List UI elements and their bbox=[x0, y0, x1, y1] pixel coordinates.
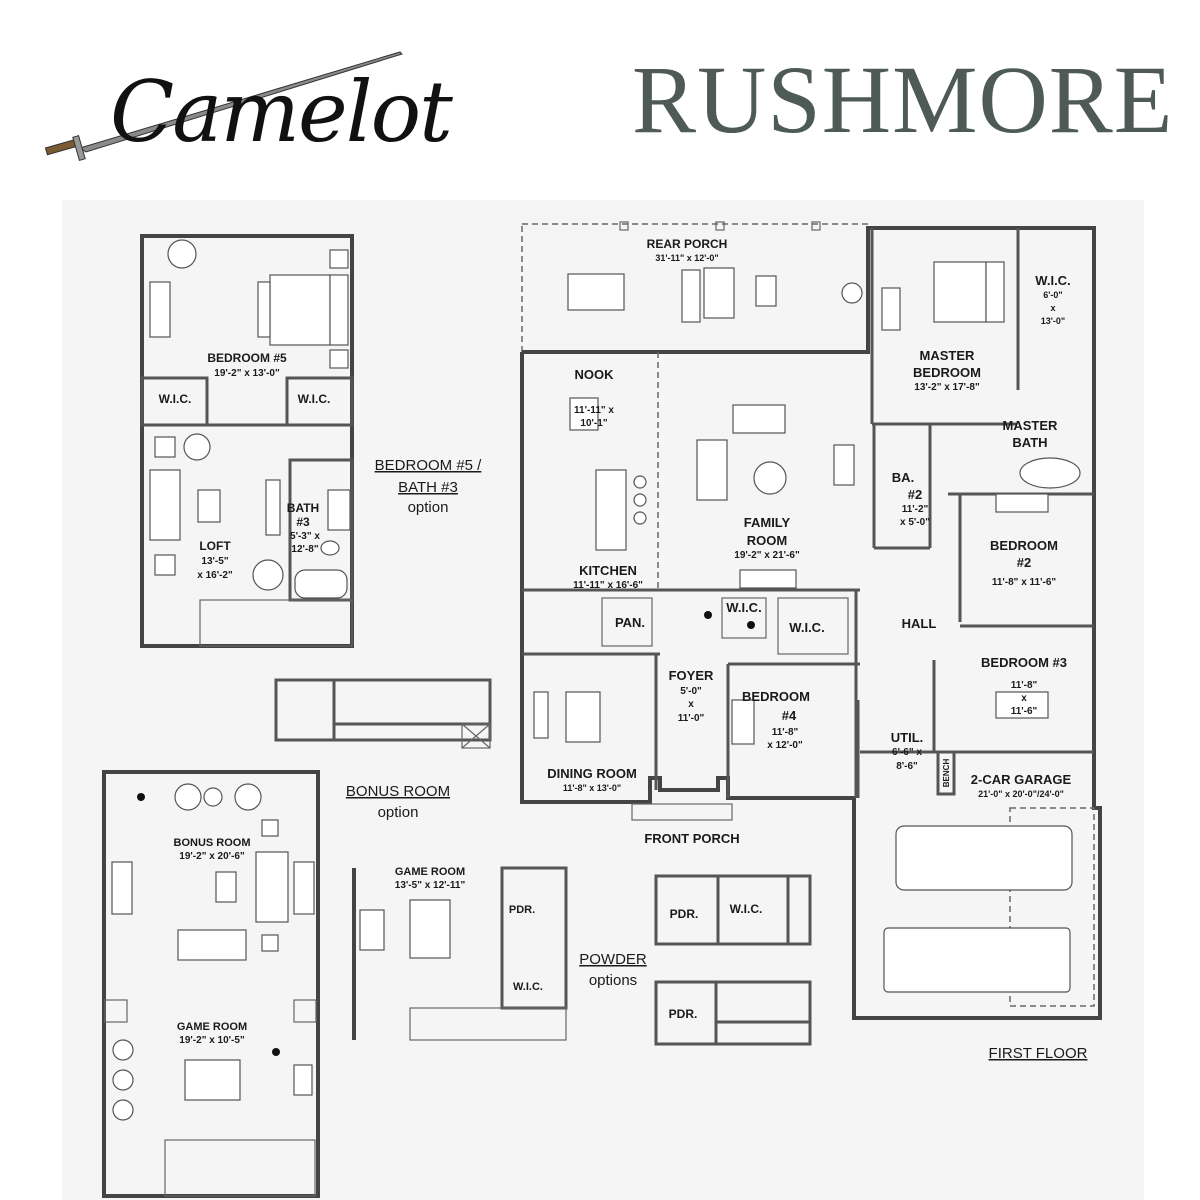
plan-background bbox=[62, 200, 1144, 1200]
hall-label: HALL bbox=[902, 616, 937, 631]
bedroom3-dimension-2: x bbox=[1021, 693, 1027, 704]
loft-dimension-1: 13'-5" bbox=[201, 556, 228, 567]
master-bath-label-1: MASTER bbox=[1003, 418, 1059, 433]
wic-option1-label: W.I.C. bbox=[730, 902, 763, 916]
camelot-logo: Camelot bbox=[40, 40, 453, 170]
bedroom5-option-plan bbox=[140, 234, 354, 648]
loft-label: LOFT bbox=[199, 539, 231, 553]
bedroom4-dimension-2: x 12'-0" bbox=[767, 740, 803, 751]
bedroom2-label-1: BEDROOM bbox=[990, 538, 1058, 553]
master-bedroom-label-1: MASTER bbox=[920, 348, 976, 363]
util-label: UTIL. bbox=[891, 730, 924, 745]
bonus-room-option-title: BONUS ROOM bbox=[346, 783, 450, 800]
master-wic-dimension-2: x bbox=[1050, 303, 1055, 313]
nook-dimension-1: 11'-11" x bbox=[574, 405, 614, 416]
master-bedroom-label-2: BEDROOM bbox=[913, 365, 981, 380]
bonus-room-option-subtitle: option bbox=[378, 804, 419, 821]
bath2-dimension-2: x 5'-0" bbox=[900, 517, 930, 528]
pdr-option2-label: PDR. bbox=[669, 1007, 698, 1021]
family-room-dimensions: 19'-2" x 21'-6" bbox=[734, 550, 800, 561]
pdr-option1-label: PDR. bbox=[670, 907, 699, 921]
bonus-room-plan bbox=[102, 770, 320, 1198]
brand-name: Camelot bbox=[110, 63, 453, 161]
bath3-dimension-1: 5'-3" x bbox=[290, 531, 320, 542]
powder-option-plans bbox=[654, 874, 812, 1046]
family-room-label-1: FAMILY bbox=[744, 515, 791, 530]
master-bedroom-dimensions: 13'-2" x 17'-8" bbox=[914, 382, 980, 393]
master-wic-dimension-1: 6'-0" bbox=[1043, 290, 1062, 300]
rear-porch-label: REAR PORCH bbox=[647, 237, 728, 251]
bedroom4-wic-label: W.I.C. bbox=[789, 620, 824, 635]
bedroom5-label: BEDROOM #5 bbox=[207, 351, 287, 365]
bonus-room-dimensions: 19'-2" x 20'-6" bbox=[179, 851, 245, 862]
foyer-dimension-2: x bbox=[688, 699, 694, 710]
pantry-label: PAN. bbox=[615, 615, 645, 630]
game-room-alt-label: GAME ROOM bbox=[395, 866, 465, 878]
bedroom5-dimensions: 19'-2" x 13'-0" bbox=[214, 368, 280, 379]
powder-option-title: POWDER bbox=[579, 951, 647, 968]
front-porch-label: FRONT PORCH bbox=[644, 831, 739, 846]
bedroom3-dimension-1: 11'-8" bbox=[1011, 680, 1038, 691]
bedroom5-bath3-option-title-1: BEDROOM #5 / bbox=[375, 457, 483, 474]
bedroom4-label-2: #4 bbox=[782, 708, 797, 723]
bedroom5-bath3-option-title-2: BATH #3 bbox=[398, 479, 458, 496]
bedroom4-dimension-1: 11'-8" bbox=[772, 727, 799, 738]
loft-dimension-2: x 16'-2" bbox=[197, 570, 233, 581]
bath2-dimension-1: 11'-2" bbox=[902, 504, 929, 515]
bedroom2-label-2: #2 bbox=[1017, 555, 1031, 570]
foyer-dimension-3: 11'-0" bbox=[678, 713, 705, 724]
wic-game-label: W.I.C. bbox=[513, 981, 543, 993]
bath3-label-2: #3 bbox=[296, 515, 310, 529]
game-room-alt-dimensions: 13'-5" x 12'-11" bbox=[395, 880, 466, 891]
bedroom4-label-1: BEDROOM bbox=[742, 689, 810, 704]
game-room-bonus-label: GAME ROOM bbox=[177, 1021, 247, 1033]
bedroom5-wic-right-label: W.I.C. bbox=[298, 392, 331, 406]
bath2-label-1: BA. bbox=[892, 470, 914, 485]
powder-option-subtitle: options bbox=[589, 972, 637, 989]
game-room-bonus-dimensions: 19'-2" x 10'-5" bbox=[179, 1035, 245, 1046]
util-dimension-1: 6'-6" x bbox=[892, 747, 922, 758]
kitchen-dimensions: 11'-11" x 16'-6" bbox=[573, 580, 643, 591]
bonus-room-stair-plan bbox=[274, 678, 492, 749]
nook-dimension-2: 10'-1" bbox=[580, 418, 607, 429]
game-room-option-plan bbox=[352, 866, 568, 1041]
foyer-label: FOYER bbox=[669, 668, 714, 683]
util-dimension-2: 8'-6" bbox=[896, 761, 918, 772]
family-room-label-2: ROOM bbox=[747, 533, 787, 548]
bedroom2-dimensions: 11'-8" x 11'-6" bbox=[992, 577, 1057, 588]
bedroom3-label: BEDROOM #3 bbox=[981, 655, 1067, 670]
bonus-room-label: BONUS ROOM bbox=[174, 837, 251, 849]
master-wic-dimension-3: 13'-0" bbox=[1041, 316, 1065, 326]
first-floor-label: FIRST FLOOR bbox=[989, 1045, 1088, 1062]
foyer-wic-label: W.I.C. bbox=[726, 600, 761, 615]
nook-label: NOOK bbox=[575, 367, 615, 382]
dining-room-dimensions: 11'-8" x 13'-0" bbox=[563, 783, 621, 793]
bath3-dimension-2: 12'-8" bbox=[291, 544, 318, 555]
master-bath-label-2: BATH bbox=[1012, 435, 1047, 450]
foyer-dimension-1: 5'-0" bbox=[680, 686, 702, 697]
bath3-label-1: BATH bbox=[287, 501, 319, 515]
sword-icon bbox=[44, 51, 403, 161]
garage-label: 2-CAR GARAGE bbox=[971, 772, 1072, 787]
pdr-game-label: PDR. bbox=[509, 904, 535, 916]
bench-label: BENCH bbox=[942, 759, 951, 788]
plan-title: RUSHMORE bbox=[632, 46, 1174, 153]
rear-porch-dimensions: 31'-11" x 12'-0" bbox=[655, 253, 718, 263]
first-floor-plan bbox=[520, 221, 1102, 1020]
kitchen-label: KITCHEN bbox=[579, 563, 637, 578]
bedroom5-wic-left-label: W.I.C. bbox=[159, 392, 192, 406]
bedroom3-dimension-3: 11'-6" bbox=[1011, 706, 1038, 717]
master-wic-label: W.I.C. bbox=[1035, 273, 1070, 288]
bedroom5-bath3-option-subtitle: option bbox=[408, 499, 449, 516]
garage-dimensions: 21'-0" x 20'-0"/24'-0" bbox=[978, 789, 1064, 799]
dining-room-label: DINING ROOM bbox=[547, 766, 637, 781]
bath2-label-2: #2 bbox=[908, 487, 922, 502]
